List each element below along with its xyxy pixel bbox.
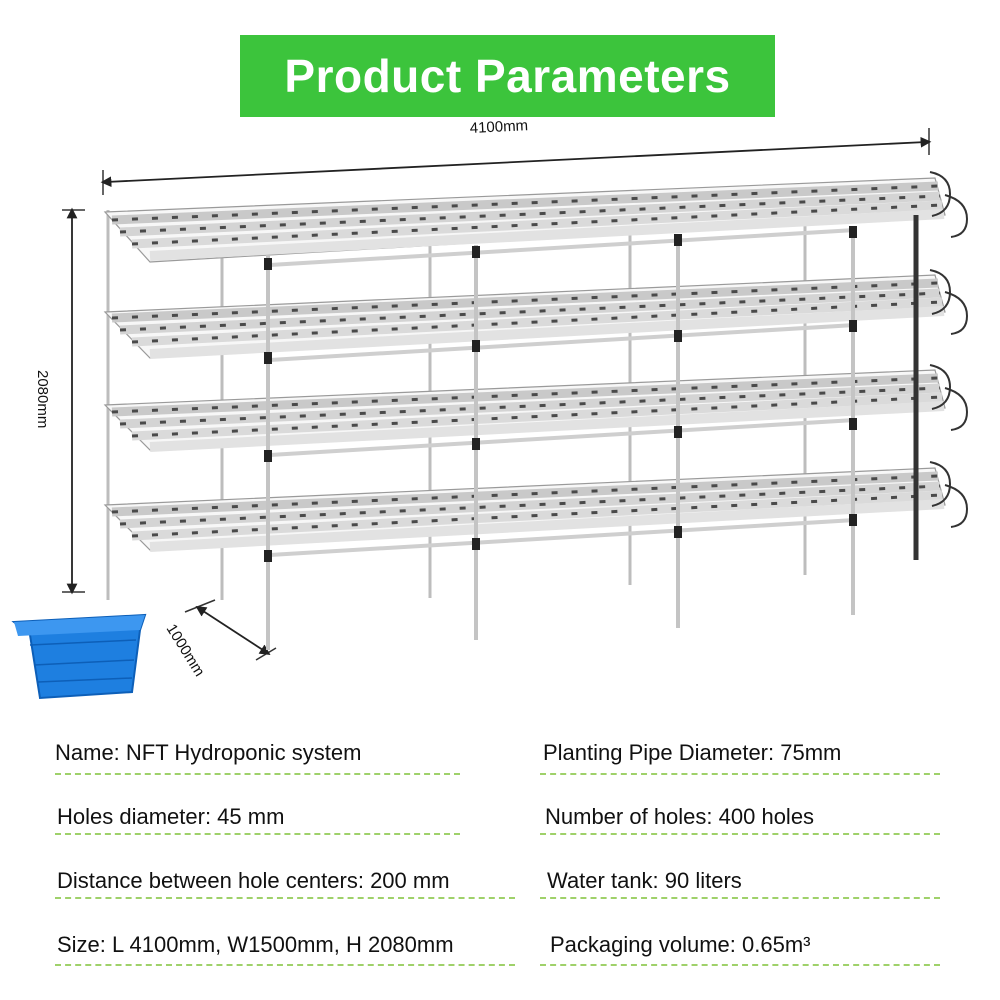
post-connectors	[264, 226, 857, 562]
spec-packaging-volume: Packaging volume: 0.65m³	[550, 932, 811, 957]
spec-size: Size: L 4100mm, W1500mm, H 2080mm	[57, 932, 454, 957]
divider	[55, 833, 460, 835]
length-dimension: 4100mm	[100, 117, 932, 195]
divider	[55, 964, 515, 966]
divider	[55, 897, 515, 899]
divider	[540, 833, 940, 835]
divider	[540, 964, 940, 966]
shelf-tier-1	[103, 171, 969, 263]
spec-pipe-diameter: Planting Pipe Diameter: 75mm	[543, 740, 842, 765]
hydroponic-rack-diagram: 4100mm 2080mm 1000mm	[11, 117, 969, 700]
water-tank-icon	[11, 613, 147, 700]
spec-holes-diameter: Holes diameter: 45 mm	[57, 804, 285, 829]
shelf-tier-4	[103, 461, 969, 552]
spec-hole-distance: Distance between hole centers: 200 mm	[57, 868, 450, 893]
divider	[540, 897, 940, 899]
spec-number-of-holes: Number of holes: 400 holes	[545, 804, 815, 829]
length-label: 4100mm	[469, 117, 528, 137]
divider	[55, 773, 460, 775]
spec-name: Name: NFT Hydroponic system	[55, 740, 362, 765]
spec-water-tank: Water tank: 90 liters	[547, 868, 742, 893]
front-rails	[269, 228, 856, 557]
depth-dimension: 1000mm	[163, 599, 277, 680]
depth-label: 1000mm	[163, 621, 208, 680]
height-dimension: 2080mm	[34, 207, 85, 595]
page-title: Product Parameters	[284, 50, 731, 102]
title-banner: Product Parameters	[240, 35, 775, 117]
height-label: 2080mm	[34, 370, 51, 428]
divider	[540, 773, 940, 775]
